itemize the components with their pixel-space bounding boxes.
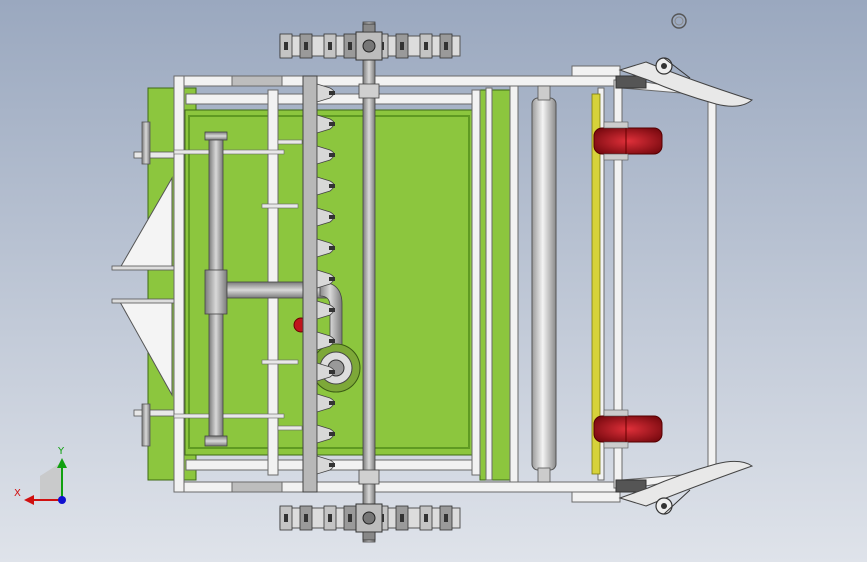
yellow-scraper-strip (591, 93, 601, 475)
pressure-roller[interactable] (531, 85, 557, 483)
gauge-wheel-bottom[interactable] (593, 409, 663, 449)
tine-tooth (316, 331, 335, 351)
tine-tooth (316, 393, 335, 413)
left-rungs (173, 139, 303, 431)
orientation-triad: Y X (14, 446, 67, 505)
tine-bar[interactable] (302, 75, 335, 493)
tine-tooth (316, 269, 335, 289)
x-axis-arrow-icon (24, 495, 34, 505)
gauge-wheel-top[interactable] (593, 121, 663, 161)
tine-tooth (316, 424, 335, 444)
furrow-opener-top[interactable] (618, 57, 754, 107)
vertical-manifold-pipe[interactable] (204, 131, 228, 447)
rotate-ring-icon[interactable] (671, 13, 687, 29)
bottom-gear-assembly[interactable] (279, 503, 461, 541)
tine-tooth (316, 362, 335, 382)
tine-tooth (316, 455, 335, 475)
x-axis-label: X (14, 488, 21, 499)
y-axis-label: Y (57, 446, 65, 457)
tine-tooth (316, 145, 335, 165)
top-gear-assembly[interactable] (279, 23, 461, 61)
tine-tooth (316, 300, 335, 320)
triad-plane-icon (40, 462, 62, 500)
tine-tooth (316, 83, 335, 103)
y-axis-arrow-icon (57, 458, 67, 468)
tine-tooth (316, 176, 335, 196)
tine-tooth (316, 207, 335, 227)
tine-tooth (316, 238, 335, 258)
furrow-opener-bottom[interactable] (618, 460, 754, 515)
tine-tooth (316, 114, 335, 134)
z-axis-dot-icon (58, 496, 66, 504)
main-drive-shaft[interactable] (358, 21, 380, 543)
